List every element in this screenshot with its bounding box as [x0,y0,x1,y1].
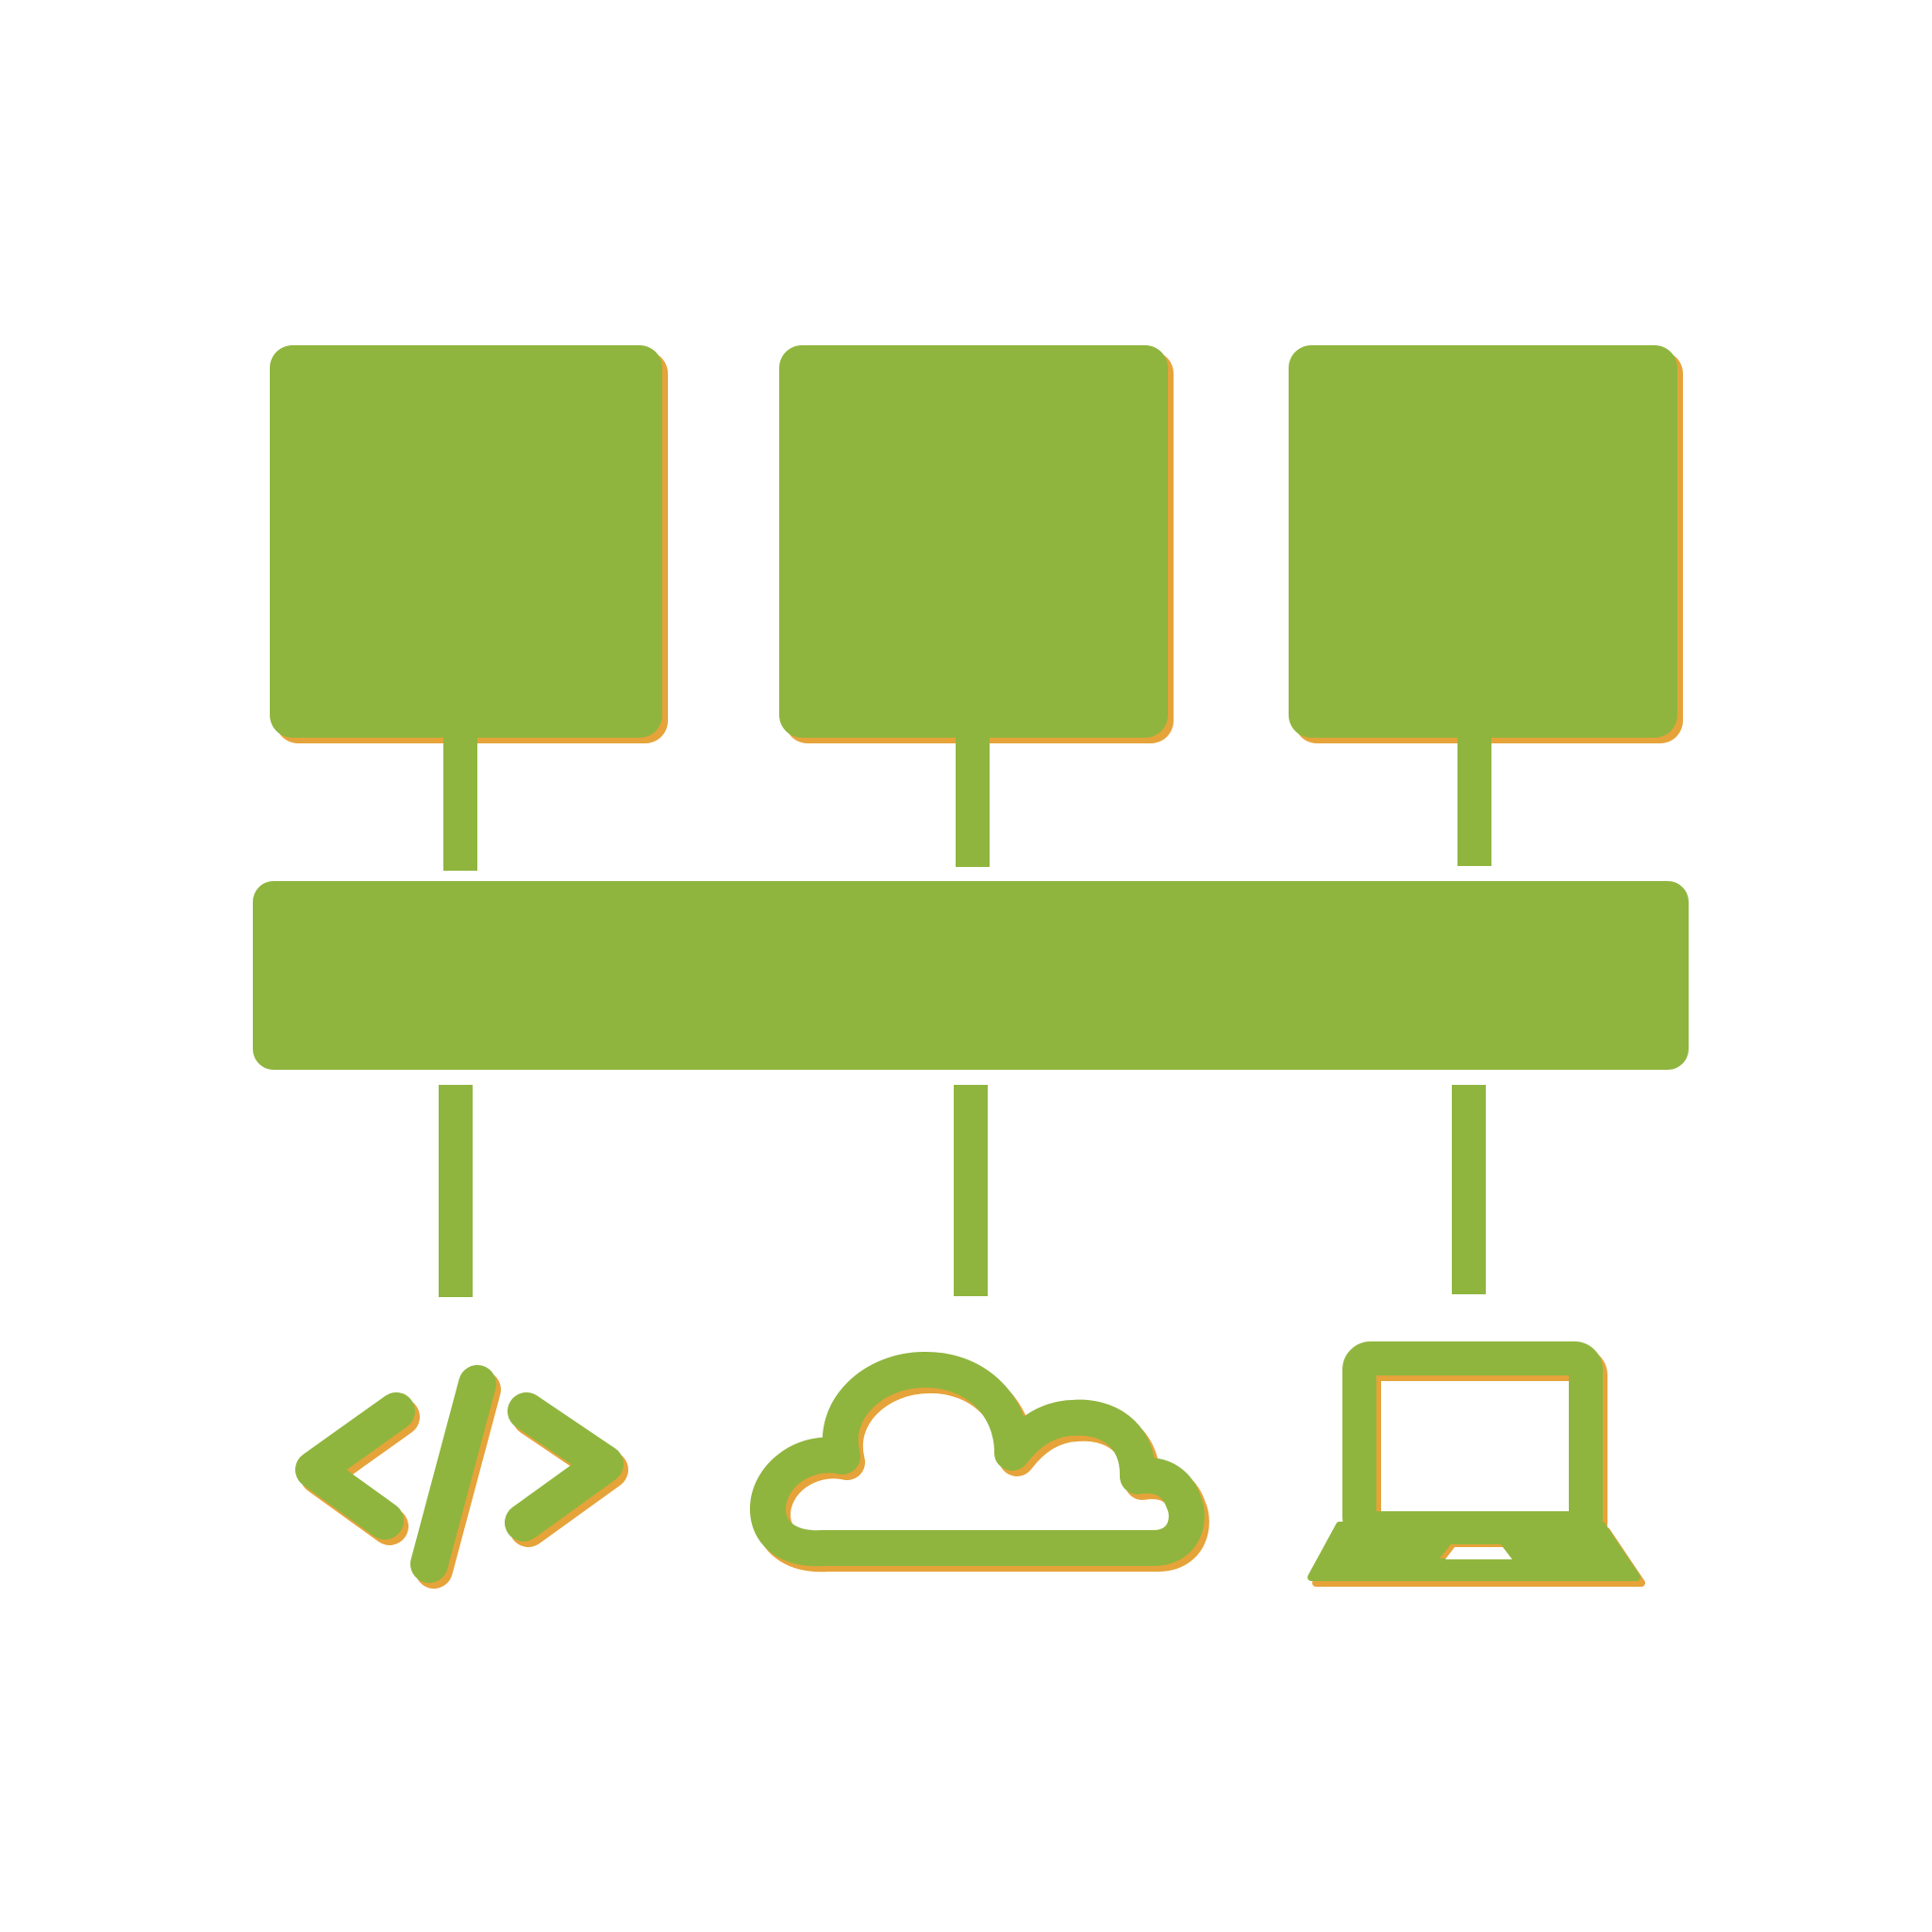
laptop-trackpad [1445,1547,1512,1559]
laptop-screen [1342,1341,1603,1545]
connector-bottom-center [954,1085,988,1296]
top-block-left-body [270,345,662,738]
connector-top-center [956,736,990,867]
connector-bottom-left [439,1085,473,1297]
top-block-right-body [1289,345,1677,738]
top-block-center-body [779,345,1168,738]
cloud-icon [750,1352,1209,1573]
top-block-left [270,345,668,743]
connector-bottom-right [1452,1085,1486,1294]
middle-bar [253,881,1689,1070]
laptop-icon [1307,1341,1645,1587]
top-block-right [1289,345,1683,743]
connector-top-right [1457,736,1491,866]
laptop-screen-shadow [1347,1347,1607,1551]
connector-top-left [443,736,477,871]
code-icon [295,1365,628,1589]
top-block-center [779,345,1174,743]
